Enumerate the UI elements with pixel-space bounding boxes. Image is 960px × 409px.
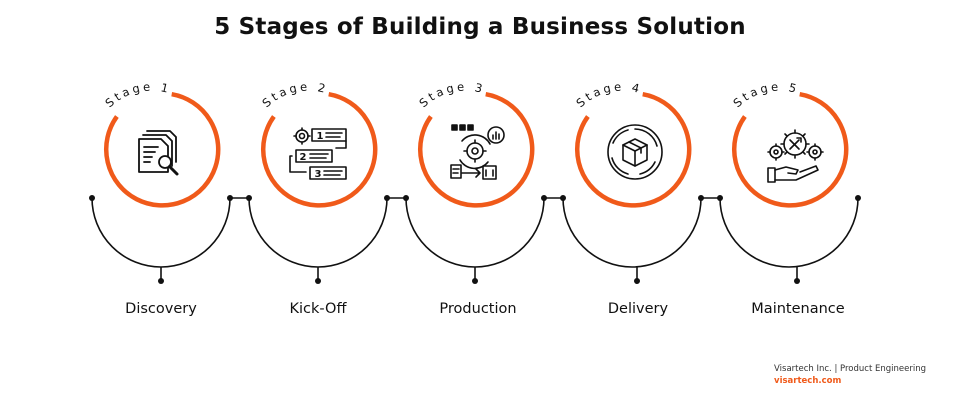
footer-url-link[interactable]: visartech.com xyxy=(774,376,842,386)
stage-2-label: Stage 2 xyxy=(259,79,329,110)
stage-4-label-text: Stage 4 xyxy=(573,79,640,110)
stage-2-drop-dot xyxy=(315,278,321,284)
document-search-icon xyxy=(138,130,179,176)
stage-1-name: Discovery xyxy=(125,301,197,317)
stage-3-name: Production xyxy=(439,301,516,317)
stage-2-label-text: Stage 2 xyxy=(259,79,326,110)
footer-company: Visartech Inc. | Product Engineering xyxy=(774,364,926,374)
stage-4-drop-dot xyxy=(634,278,640,284)
footer: Visartech Inc. | Product Engineering vis… xyxy=(774,363,926,387)
stage-5-label-text: Stage 5 xyxy=(730,79,797,110)
stage-1-label: Stage 1 xyxy=(102,79,172,110)
junction-dot-4 xyxy=(403,195,409,201)
page-title: 5 Stages of Building a Business Solution xyxy=(214,14,746,40)
stage-3-label-text: Stage 3 xyxy=(416,79,483,110)
stage-1-orange-ring xyxy=(104,91,221,208)
stage-5: Stage 5 Maintenance xyxy=(719,79,859,317)
stage-2-orange-ring xyxy=(261,91,378,208)
stage-5-label: Stage 5 xyxy=(730,79,800,110)
production-process-icon xyxy=(450,124,505,180)
stage-4: Stage 4 Delivery xyxy=(562,79,702,317)
stage-1: Stage 1 Discovery xyxy=(91,79,231,317)
stage-5-name: Maintenance xyxy=(751,301,844,317)
stage-4-name: Delivery xyxy=(608,301,669,317)
stage-1-label-text: Stage 1 xyxy=(102,79,169,110)
stage-4-label: Stage 4 xyxy=(573,79,643,110)
stage-2-connector-curve xyxy=(248,197,388,268)
stage-1-drop-dot xyxy=(158,278,164,284)
stage-1-connector-curve xyxy=(91,197,231,268)
junction-dot-right xyxy=(855,195,861,201)
stage-5-connector-curve xyxy=(719,197,859,268)
step-number-3: 3 xyxy=(315,169,322,180)
junction-dot-3 xyxy=(384,195,390,201)
junction-dot-left xyxy=(89,195,95,201)
junction-dot-5 xyxy=(541,195,547,201)
stage-3: Stage 3 Production xyxy=(405,79,545,317)
junction-dot-2 xyxy=(246,195,252,201)
junction-dot-8 xyxy=(717,195,723,201)
package-cycle-icon xyxy=(607,124,663,180)
stage-4-connector-curve xyxy=(562,197,702,268)
stage-4-orange-ring xyxy=(575,91,692,208)
stage-5-drop-dot xyxy=(794,278,800,284)
step-number-1: 1 xyxy=(317,131,324,142)
stage-2: Stage 2 Kick-Off 1 2 3 xyxy=(248,79,388,317)
step-number-2: 2 xyxy=(300,152,307,163)
stage-3-connector-curve xyxy=(405,197,545,268)
junction-dot-7 xyxy=(698,195,704,201)
gears-hand-icon xyxy=(767,129,824,183)
stage-5-orange-ring xyxy=(732,91,849,208)
junction-dot-1 xyxy=(227,195,233,201)
stage-3-drop-dot xyxy=(472,278,478,284)
numbered-workflow-icon xyxy=(289,127,347,180)
junction-dot-6 xyxy=(560,195,566,201)
stage-3-orange-ring xyxy=(418,91,535,208)
stage-3-label: Stage 3 xyxy=(416,79,486,110)
stage-2-name: Kick-Off xyxy=(290,301,348,317)
